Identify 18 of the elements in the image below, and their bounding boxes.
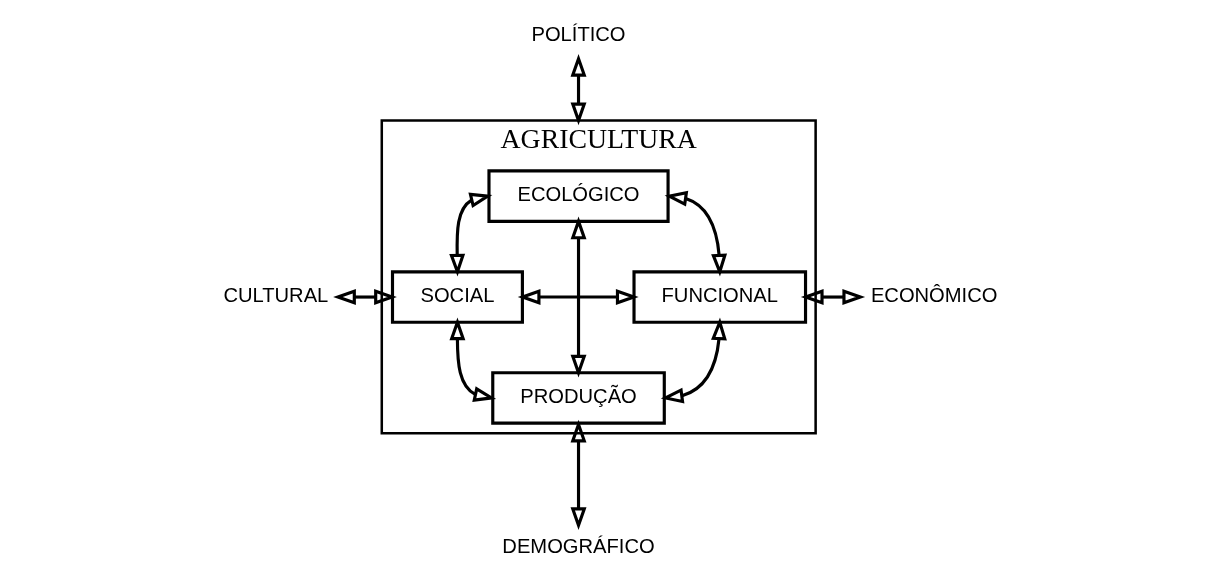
arrow xyxy=(570,216,586,378)
arrow xyxy=(570,53,586,126)
arrow xyxy=(660,317,727,404)
node-text: POLÍTICO xyxy=(530,22,626,45)
node-box: FUNCIONAL xyxy=(631,270,807,324)
node-box: SOCIAL xyxy=(390,270,524,324)
node-text: ECONÔMICO xyxy=(870,283,997,306)
arrow xyxy=(332,289,397,305)
node-box: PRODUÇÃO xyxy=(490,371,666,425)
arrow xyxy=(448,317,496,402)
arrow xyxy=(448,192,492,277)
node-text: DEMOGRÁFICO xyxy=(501,534,655,557)
arrow xyxy=(517,289,639,305)
arrow xyxy=(800,289,865,305)
node-box: ECOLÓGICO xyxy=(486,169,670,223)
arrow xyxy=(664,190,727,277)
node-text: CULTURAL xyxy=(222,283,328,306)
arrow xyxy=(570,419,586,531)
